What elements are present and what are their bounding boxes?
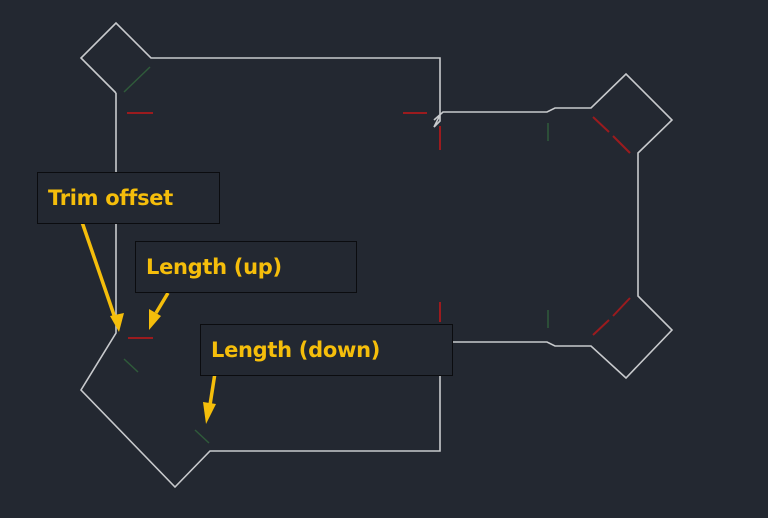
guide-marks [123, 66, 549, 444]
trim-mark [592, 116, 610, 133]
arrow-length-up [154, 292, 170, 314]
arrow-length-down [208, 372, 217, 406]
trim-marks [127, 112, 631, 339]
arrow-head-icon [149, 309, 161, 330]
outline-top-segment [79, 72, 674, 489]
arrow-head-icon [110, 313, 124, 332]
guide-mark [123, 358, 139, 373]
trim-mark [612, 135, 631, 154]
trim-mark [592, 319, 610, 336]
trim-offset-label: Trim offset [37, 172, 220, 224]
length-up-label: Length (up) [135, 241, 357, 293]
length-down-label: Length (down) [200, 324, 453, 376]
annotation-arrows [80, 221, 217, 424]
arrow-trim-offset [80, 221, 117, 319]
trim-mark [612, 297, 631, 317]
outline-top-left [79, 21, 441, 128]
arrow-head-icon [203, 402, 216, 424]
trim-offset-text: Trim offset [48, 186, 173, 210]
guide-mark [194, 429, 210, 444]
guide-mark [123, 66, 151, 93]
length-down-text: Length (down) [211, 338, 381, 362]
duct-outline [79, 21, 674, 489]
length-up-text: Length (up) [146, 255, 282, 279]
